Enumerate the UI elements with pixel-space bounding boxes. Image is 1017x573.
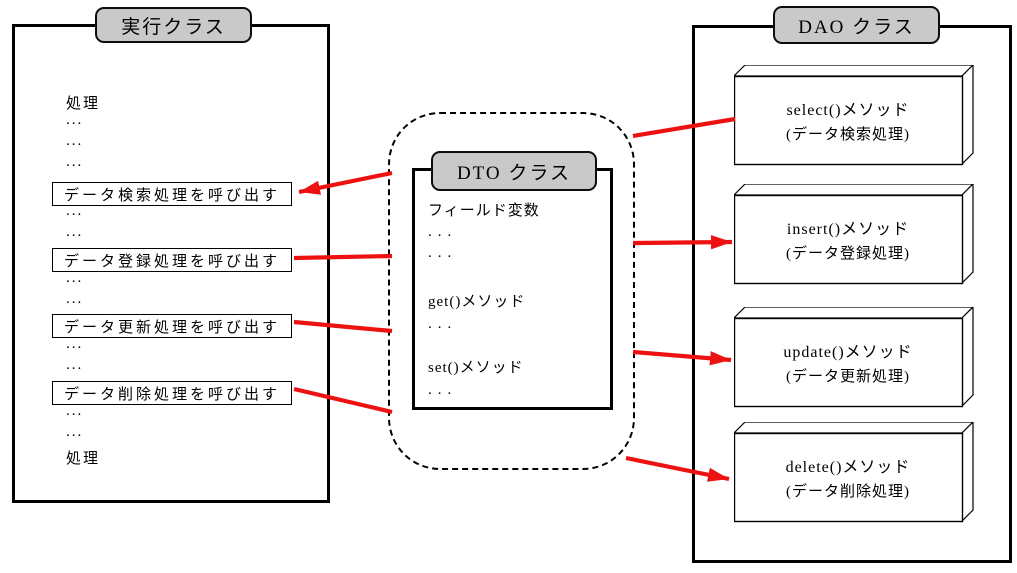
ellipsis: ... (66, 224, 84, 240)
executor-class-box: 処理 ... ... ... データ検索処理を呼び出す ... ... データ登… (12, 24, 330, 503)
executor-class-title-tab: 実行クラス (95, 7, 252, 43)
call-update-box: データ更新処理を呼び出す (52, 314, 292, 338)
update-method-box: update()メソッド (データ更新処理) (734, 307, 974, 411)
process-label-bottom: 処理 (66, 451, 101, 467)
call-register-box: データ登録処理を呼び出す (52, 248, 292, 272)
ellipsis: ... (66, 154, 84, 170)
dto-class-title-tab: DTO クラス (431, 151, 597, 191)
call-delete-box: データ削除処理を呼び出す (52, 381, 292, 405)
ellipsis: ... (66, 336, 84, 352)
call-delete-label: データ削除処理を呼び出す (63, 386, 280, 403)
dto-class-box: フィールド変数 ... ... get()メソッド ... set()メソッド … (412, 168, 613, 410)
ellipsis: ... (66, 133, 84, 149)
ellipsis: ... (428, 316, 458, 332)
dto-get-label: get()メソッド (428, 294, 526, 310)
select-method-name: select()メソッド (786, 102, 910, 119)
ellipsis: ... (66, 270, 84, 286)
ellipsis: ... (66, 112, 84, 128)
select-method-desc: (データ検索処理) (786, 127, 910, 143)
ellipsis: ... (428, 382, 458, 398)
cube-outline (734, 184, 974, 285)
call-update-label: データ更新処理を呼び出す (63, 319, 280, 336)
dto-class-title: DTO クラス (456, 162, 572, 184)
ellipsis: ... (66, 291, 84, 307)
ellipsis: ... (428, 245, 458, 261)
call-search-label: データ検索処理を呼び出す (63, 187, 280, 204)
delete-method-box: delete()メソッド (データ削除処理) (734, 422, 974, 526)
dto-set-label: set()メソッド (428, 360, 524, 376)
update-method-name: update()メソッド (783, 344, 913, 361)
ellipsis: ... (66, 357, 84, 373)
dao-class-box: select()メソッド (データ検索処理) insert()メソッド (データ… (692, 25, 1012, 563)
cube-outline (734, 65, 974, 166)
dao-class-title-tab: DAO クラス (773, 6, 940, 44)
ellipsis: ... (428, 224, 458, 240)
ellipsis: ... (66, 424, 84, 440)
call-search-box: データ検索処理を呼び出す (52, 182, 292, 206)
cube-outline (734, 422, 974, 523)
update-method-desc: (データ更新処理) (786, 369, 910, 385)
delete-method-name: delete()メソッド (785, 459, 911, 476)
select-method-box: select()メソッド (データ検索処理) (734, 65, 974, 169)
dto-field-label: フィールド変数 (428, 203, 540, 219)
ellipsis: ... (66, 203, 84, 219)
executor-class-title: 実行クラス (121, 16, 226, 38)
ellipsis: ... (66, 403, 84, 419)
dao-class-title: DAO クラス (798, 16, 915, 38)
insert-method-desc: (データ登録処理) (786, 246, 910, 262)
process-label-top: 処理 (66, 96, 101, 112)
insert-method-box: insert()メソッド (データ登録処理) (734, 184, 974, 288)
call-register-label: データ登録処理を呼び出す (63, 253, 280, 270)
insert-method-name: insert()メソッド (786, 221, 910, 238)
delete-method-desc: (データ削除処理) (786, 484, 910, 500)
cube-outline (734, 307, 974, 408)
dto-dashed-boundary (388, 112, 635, 470)
